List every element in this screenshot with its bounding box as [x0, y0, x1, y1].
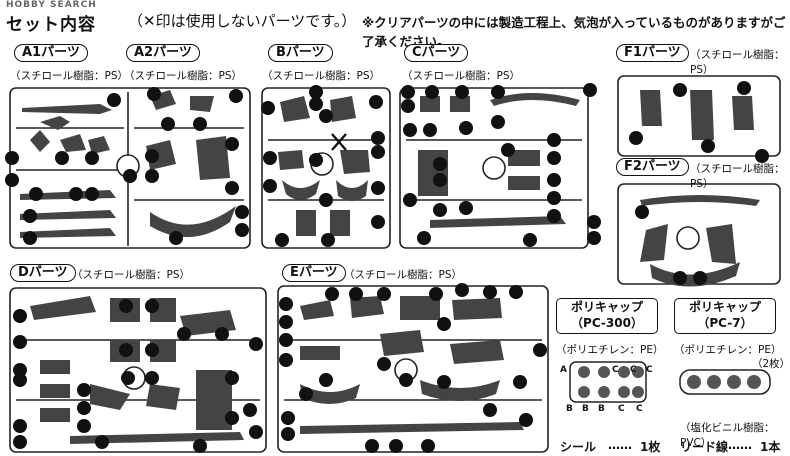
unused-parts-note: （✕印は使用しないパーツです。） [128, 12, 357, 30]
seal-label: シール [560, 440, 597, 454]
lead-wire-label: リード線 [680, 440, 729, 454]
hobby-search-logo: HOBBY SEARCH [6, 0, 97, 10]
polycap-letter-c1: C [612, 365, 619, 375]
lead-wire-count: 1本 [760, 440, 781, 454]
runner-f2-material: （スチロール樹脂：PS） [690, 163, 785, 190]
lead-wire-material: （塩化ビニル樹脂：PVC） [680, 422, 775, 449]
lead-wire-dots: …… [728, 438, 752, 452]
polycap-pc300-model: （PC-300） [571, 316, 643, 330]
runner-a1-material: （スチロール樹脂：PS） [10, 70, 128, 82]
polycap-letter-c4: C [618, 404, 625, 414]
polycap-letter-b3: B [598, 404, 605, 414]
runner-b-material: （スチロール樹脂：PS） [262, 70, 380, 82]
runner-e-label: Eパーツ [282, 264, 346, 282]
polycap-pc7-title: ポリキャップ [688, 300, 761, 314]
polycap-letter-c2: C [630, 365, 637, 375]
runner-a1-label: A1パーツ [14, 44, 88, 62]
runner-c-label: Cパーツ [404, 44, 469, 62]
seal-dots: …… [608, 438, 632, 452]
runner-c-material: （スチロール樹脂：PS） [402, 70, 520, 82]
runner-f2-label: F2パーツ [616, 158, 689, 176]
runner-a2-label: A2パーツ [126, 44, 200, 62]
runner-d-label: Dパーツ [10, 264, 76, 282]
polycap-pc300-box: ポリキャップ （PC-300） [556, 298, 658, 334]
runner-f1-material: （スチロール樹脂：PS） [690, 49, 785, 76]
polycap-pc7-material: （ポリエチレン：PE） [674, 344, 782, 356]
polycap-letter-a: A [560, 365, 567, 375]
clear-parts-caution: ※クリアパーツの中には製造工程上、気泡が入っているものがありますがご了承ください… [362, 15, 786, 49]
polycap-letter-b2: B [582, 404, 589, 414]
runner-f1-label: F1パーツ [616, 44, 689, 62]
polycap-pc7-count: （2枚） [752, 358, 790, 370]
polycap-pc300-title: ポリキャップ [570, 300, 643, 314]
polycap-pc7-box: ポリキャップ （PC-7） [674, 298, 776, 334]
runner-e-material: （スチロール樹脂：PS） [344, 269, 462, 281]
polycap-letter-c5: C [636, 404, 643, 414]
polycap-pc300-material: （ポリエチレン：PE） [556, 344, 664, 356]
polycap-pc7-model: （PC-7） [697, 316, 753, 330]
polycap-letter-c3: C [646, 365, 653, 375]
polycap-letter-b1: B [566, 404, 573, 414]
seal-count: 1枚 [640, 440, 661, 454]
set-contents-title: セット内容 [6, 15, 96, 35]
runner-b-label: Bパーツ [268, 44, 333, 62]
runner-d-material: （スチロール樹脂：PS） [72, 269, 190, 281]
runner-a2-material: （スチロール樹脂：PS） [124, 70, 242, 82]
